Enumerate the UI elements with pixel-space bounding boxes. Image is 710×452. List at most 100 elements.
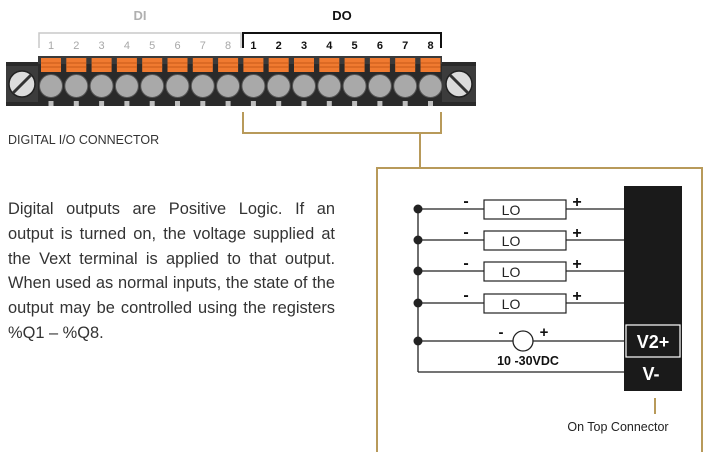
load-row: LO - + bbox=[413, 255, 624, 282]
pin-release-tab bbox=[142, 58, 163, 72]
di-pin-label: 1 bbox=[48, 40, 54, 52]
do-pin-label: 8 bbox=[427, 40, 433, 52]
load-label: LO bbox=[502, 296, 521, 312]
pin-release-tab bbox=[395, 58, 416, 72]
pin-pad bbox=[326, 101, 332, 106]
terminal-screw-icon bbox=[241, 74, 266, 98]
di-bracket bbox=[38, 32, 242, 48]
load-minus: - bbox=[463, 255, 468, 272]
load-minus: - bbox=[463, 224, 468, 241]
pin-release-tab bbox=[192, 58, 213, 72]
do-pin-label: 1 bbox=[250, 40, 256, 52]
terminal-screw-icon bbox=[165, 74, 190, 98]
load-minus: - bbox=[463, 287, 468, 304]
dc-source-icon bbox=[512, 330, 534, 352]
di-pin-label: 3 bbox=[99, 40, 105, 52]
terminal-screw-icon bbox=[292, 74, 316, 98]
load-label: LO bbox=[502, 233, 521, 249]
pin-release-tab bbox=[294, 58, 314, 72]
pin-release-tab bbox=[218, 58, 239, 72]
terminal-screw-icon bbox=[266, 74, 291, 98]
terminal-screw-icon bbox=[342, 74, 367, 98]
load-plus: + bbox=[572, 256, 581, 273]
do-label: DO bbox=[332, 8, 352, 23]
pin-release-tab bbox=[167, 58, 188, 72]
load-box bbox=[483, 199, 567, 220]
terminal-screw-icon bbox=[89, 74, 114, 98]
terminal-v2plus-outline bbox=[625, 324, 681, 358]
terminal-screw-icon bbox=[140, 74, 165, 98]
pin-pad bbox=[225, 101, 231, 106]
terminal-screw-icon bbox=[418, 74, 443, 98]
di-pin-label: 6 bbox=[174, 40, 180, 52]
terminal-screw-icon bbox=[216, 74, 241, 98]
pin-pad bbox=[99, 101, 105, 106]
do-pin-label: 4 bbox=[326, 40, 333, 52]
do-pin-label: 5 bbox=[352, 40, 358, 52]
pin-pad bbox=[301, 101, 307, 106]
pin-pad bbox=[175, 101, 180, 106]
pin-release-tab bbox=[66, 58, 87, 72]
pin-release-tab bbox=[319, 58, 340, 72]
supply-plus: + bbox=[540, 324, 549, 341]
pin-release-tab bbox=[41, 58, 61, 72]
load-plus: + bbox=[572, 225, 581, 242]
load-label: LO bbox=[502, 264, 521, 280]
di-label: DI bbox=[134, 8, 147, 23]
pin-pad bbox=[402, 101, 408, 106]
di-pin-label: 5 bbox=[149, 40, 155, 52]
do-pin-label: 3 bbox=[301, 40, 307, 52]
schematic-frame bbox=[376, 167, 703, 452]
do-pin-label: 6 bbox=[377, 40, 383, 52]
di-pin-label: 2 bbox=[73, 40, 79, 52]
load-box bbox=[483, 293, 567, 314]
pin-pad bbox=[352, 101, 358, 106]
load-plus: + bbox=[572, 194, 581, 211]
pin-pad bbox=[276, 101, 282, 106]
terminal-screw-icon bbox=[317, 74, 342, 98]
description-text: Digital outputs are Positive Logic. If a… bbox=[8, 200, 335, 342]
pin-release-tab bbox=[344, 58, 365, 72]
terminal-screw-icon bbox=[64, 74, 89, 98]
load-plus: + bbox=[572, 288, 581, 305]
terminal-screw-icon bbox=[367, 74, 392, 98]
pin-release-tab bbox=[268, 58, 289, 72]
terminal-strip bbox=[624, 186, 682, 323]
connector-caption: DIGITAL I/O CONNECTOR bbox=[8, 133, 159, 147]
di-pin-label: 7 bbox=[200, 40, 206, 52]
terminal-screw-icon bbox=[114, 74, 139, 98]
pin-pad bbox=[200, 101, 206, 106]
terminal-screw-icon bbox=[39, 74, 63, 98]
di-pin-label: 8 bbox=[225, 40, 231, 52]
do-pin-label: 7 bbox=[402, 40, 408, 52]
footer-label: On Top Connector bbox=[567, 420, 668, 434]
pin-pad bbox=[377, 101, 383, 106]
di-pin-label: 4 bbox=[124, 40, 130, 52]
do-callout-bracket bbox=[242, 112, 442, 134]
pin-pad bbox=[48, 101, 54, 106]
load-row: LO-+ bbox=[413, 193, 624, 220]
pin-pad bbox=[250, 101, 256, 106]
supply-minus: - bbox=[499, 324, 504, 341]
pin-pad bbox=[428, 101, 433, 106]
terminal-screw-icon bbox=[393, 74, 418, 98]
load-box bbox=[483, 230, 567, 251]
load-label: LO bbox=[502, 202, 521, 218]
connector-top-strip bbox=[38, 56, 442, 64]
terminal-v2plus: V2+ bbox=[637, 332, 670, 352]
pin-release-tab bbox=[243, 58, 264, 72]
pin-pad bbox=[149, 101, 155, 106]
terminal-vminus: V- bbox=[642, 364, 659, 384]
pin-pad bbox=[124, 101, 130, 106]
terminal-screw-icon bbox=[190, 74, 215, 98]
pin-pad bbox=[73, 101, 79, 106]
do-bracket bbox=[242, 32, 442, 48]
pin-release-tab bbox=[369, 58, 390, 72]
do-pin-label: 2 bbox=[276, 40, 282, 52]
load-row: LO - + bbox=[413, 287, 624, 314]
pin-release-tab bbox=[420, 58, 441, 72]
supply-voltage-label: 10 -30VDC bbox=[497, 354, 559, 368]
load-row: LO - + bbox=[413, 224, 624, 251]
pin-release-tab bbox=[116, 58, 137, 72]
